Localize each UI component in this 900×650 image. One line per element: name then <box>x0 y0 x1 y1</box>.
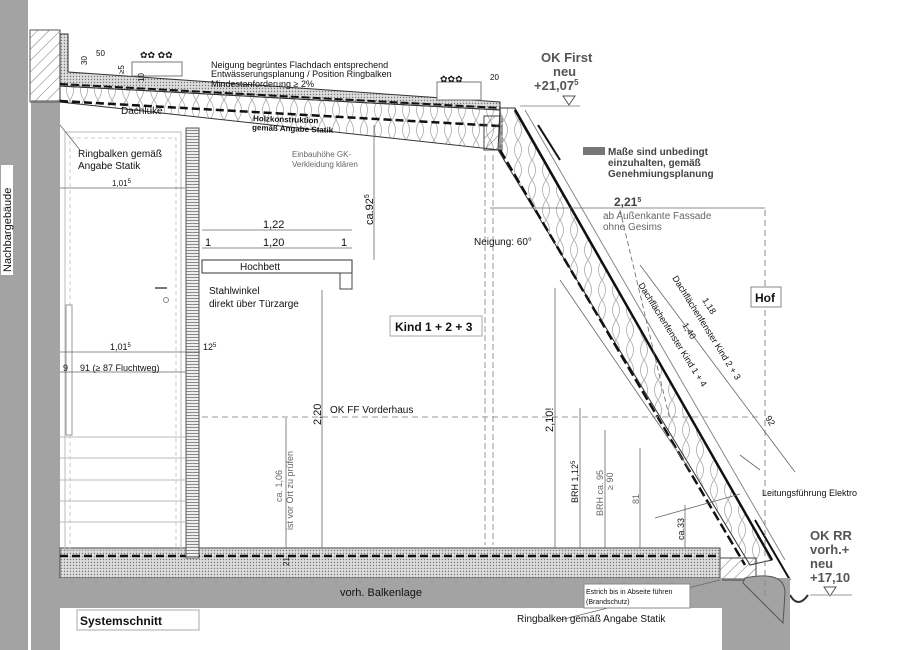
ridge-level: OK First <box>541 50 593 65</box>
legend-note: Genehmiungsplanung <box>608 169 714 180</box>
check-note: ca. 1,06 <box>274 470 284 502</box>
dim-9: 9 <box>63 363 68 373</box>
gk-note: Verkleidung klären <box>292 160 358 169</box>
dim-brh1: BRH 1,125 <box>570 460 580 503</box>
svg-text:✿✿ ✿✿: ✿✿ ✿✿ <box>140 50 173 60</box>
ridge-level-3: +21,075 <box>534 78 579 93</box>
legend-swatch <box>583 147 605 155</box>
dim-5: ≥5 <box>117 65 126 74</box>
legend-note: einzuhalten, gemäß <box>608 158 701 169</box>
wood-note: Holzkonstruktion <box>253 114 319 125</box>
screed-note: Estrich bis in Abseite führen <box>586 589 672 596</box>
roof-slope-note: Neigung begrüntes Flachdach entsprechend <box>211 60 388 70</box>
facade-note: ab Außenkante Fassade <box>603 211 712 222</box>
partition-wall <box>185 127 200 559</box>
check-note: ist vor Ort zu prüfen <box>285 451 295 530</box>
dim-1a: 1 <box>205 237 211 249</box>
dim-1b: 1 <box>341 237 347 249</box>
dim-21: 21 <box>282 557 291 566</box>
dim-10: 10 <box>137 73 146 82</box>
floor-screed <box>59 547 721 579</box>
dim-brh2b: ≥ 90 <box>605 473 615 490</box>
door-width: 1,015 <box>112 179 132 188</box>
ringbeam-note: Angabe Statik <box>78 161 141 172</box>
dim-140: 1,40 <box>680 321 698 341</box>
neighbor-wall <box>0 0 28 650</box>
facade-note: ohne Gesims <box>603 222 662 233</box>
title-box <box>76 609 200 631</box>
dim-brh2: BRH ca. 95 <box>595 470 605 516</box>
drawing-title: Systemschnitt <box>80 614 162 628</box>
dim-210: 2,10! <box>544 408 556 432</box>
yard-label: Hof <box>755 291 776 305</box>
roof-slope-note: Mindestanforderung ≥ 2% <box>211 79 314 89</box>
beams-label: vorh. Balkenlage <box>340 587 422 599</box>
dim-122: 1,22 <box>263 219 284 231</box>
room-label: Kind 1 + 2 + 3 <box>395 320 473 334</box>
dim-20: 20 <box>490 73 499 82</box>
dim-ca33: ca.33 <box>676 518 686 540</box>
eaves-level: vorh.+ <box>810 542 850 557</box>
ridge-level-2: neu <box>553 64 576 79</box>
loft-bed <box>201 259 353 274</box>
dim-101b: 1,015 <box>110 342 132 352</box>
dim-81: 81 <box>631 494 641 504</box>
dim-91: 91 (≥ 87 Fluchtweg) <box>80 363 159 373</box>
dim-30: 30 <box>80 56 89 65</box>
window23-label: Dachflächenfenster Kind 2 + 3 <box>670 274 743 382</box>
ringbeam-bottom-note: Ringbalken gemäß Angabe Statik <box>517 614 666 625</box>
loft-label: Hochbett <box>240 262 280 273</box>
eaves-level: OK RR <box>810 528 853 543</box>
pitch-label: Neigung: 60° <box>474 237 532 248</box>
steel-note: Stahlwinkel <box>209 286 260 297</box>
dim-50: 50 <box>96 49 105 58</box>
hatch-label: Dachluke <box>121 106 163 117</box>
dim-92: 92 <box>763 414 777 428</box>
screed-note: (Brandschutz) <box>586 599 630 606</box>
svg-text:✿✿✿: ✿✿✿ <box>440 74 463 84</box>
wood-note: gemäß Angabe Statik <box>252 123 334 135</box>
gk-note: Einbauhöhe GK- <box>292 150 351 159</box>
electric-note: Leitungsführung Elektro <box>762 488 857 498</box>
steel-note: direkt über Türzarge <box>209 299 299 310</box>
dim-ca92: ca.925 <box>364 194 376 225</box>
roof-slope-note: Entwässerungsplanung / Position Ringbalk… <box>211 69 392 79</box>
legend-note: Maße sind unbedingt <box>608 147 709 158</box>
neighbor-label: Nachbargebäude <box>2 188 14 272</box>
dim-125: 125 <box>203 342 217 352</box>
dim-221: 2,215 <box>614 195 641 209</box>
ringbeam-note: Ringbalken gemäß <box>78 149 162 160</box>
dim-220: 2,20 <box>312 404 324 425</box>
floor-level-label: OK FF Vorderhaus <box>330 405 413 416</box>
eaves-level: +17,10 <box>810 570 850 585</box>
sloped-roof <box>497 107 773 566</box>
dim-120: 1,20 <box>263 237 284 249</box>
eaves-level: neu <box>810 556 833 571</box>
